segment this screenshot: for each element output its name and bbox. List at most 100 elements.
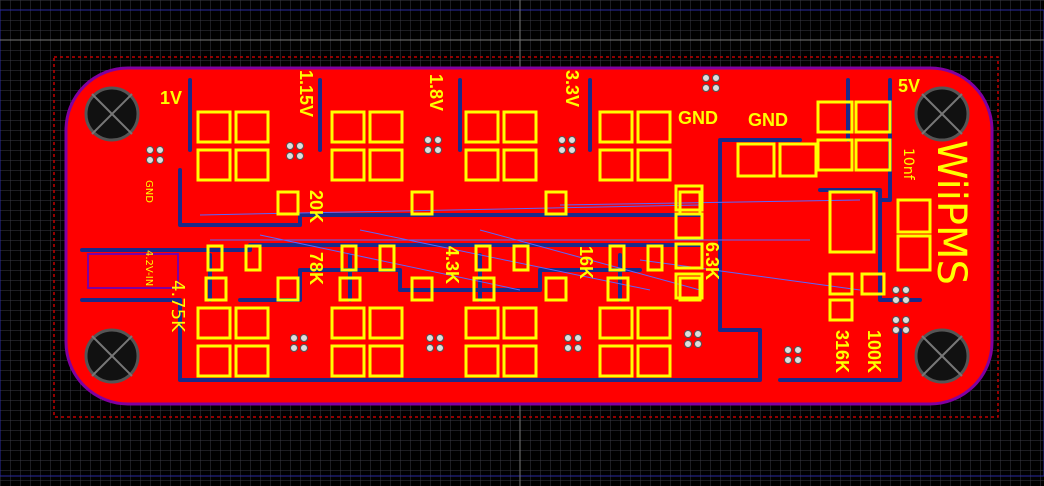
via (286, 152, 294, 160)
pad (472, 276, 496, 302)
via (300, 334, 308, 342)
via (892, 296, 900, 304)
via (694, 330, 702, 338)
pad (206, 244, 224, 272)
via (568, 136, 576, 144)
via (424, 146, 432, 154)
label-33v: 3.3V (562, 70, 582, 107)
pad (474, 244, 492, 272)
via (436, 344, 444, 352)
via (568, 146, 576, 154)
pad (330, 306, 366, 340)
pad (234, 148, 270, 182)
layer-boundary (0, 9, 1044, 477)
pad (512, 244, 530, 272)
pad (896, 234, 932, 272)
pad (828, 190, 876, 254)
pad (828, 272, 854, 296)
via (564, 334, 572, 342)
pad (368, 306, 404, 340)
label-5v: 5V (898, 76, 920, 96)
pad (244, 244, 262, 272)
via (300, 344, 308, 352)
label-316k: 316K (832, 330, 852, 373)
via (426, 334, 434, 342)
label-20k: 20K (306, 190, 326, 223)
via (426, 344, 434, 352)
via (902, 286, 910, 294)
pad (598, 306, 634, 340)
via (892, 326, 900, 334)
label-gnd-1: GND (678, 108, 718, 128)
via (290, 344, 298, 352)
pad (854, 138, 892, 172)
pad (276, 190, 300, 216)
pad (678, 276, 702, 302)
keepout-outline (53, 56, 999, 418)
pad (608, 244, 626, 272)
pad (646, 244, 664, 272)
pad (544, 276, 568, 302)
pad (598, 110, 634, 144)
pad (502, 110, 538, 144)
pad (816, 138, 854, 172)
via (434, 136, 442, 144)
pad (502, 344, 538, 378)
via (712, 74, 720, 82)
board-outline[interactable] (64, 66, 994, 406)
pad (464, 148, 500, 182)
via (156, 156, 164, 164)
via (558, 136, 566, 144)
via (558, 146, 566, 154)
via (702, 74, 710, 82)
via (684, 340, 692, 348)
pad (636, 110, 672, 144)
pad (464, 344, 500, 378)
via (574, 334, 582, 342)
pad (598, 344, 634, 378)
pad (338, 276, 362, 302)
label-10nf: 10nf (900, 148, 916, 181)
pad (340, 244, 358, 272)
pad (636, 344, 672, 378)
via (902, 316, 910, 324)
via (892, 316, 900, 324)
via (794, 356, 802, 364)
via (424, 136, 432, 144)
label-100k: 100K (864, 330, 884, 373)
label-63k: 6.3K (702, 242, 722, 280)
pad (598, 148, 634, 182)
pad (410, 190, 434, 216)
via (146, 146, 154, 154)
pad (606, 276, 630, 302)
via (794, 346, 802, 354)
pad (636, 148, 672, 182)
label-input: 4.2V-IN (143, 250, 154, 286)
label-16k: 16K (576, 246, 596, 279)
via (684, 330, 692, 338)
pad (330, 344, 366, 378)
via (156, 146, 164, 154)
via (902, 326, 910, 334)
pad (674, 184, 704, 212)
via (702, 84, 710, 92)
pad (234, 306, 270, 340)
pad (330, 148, 366, 182)
label-gnd-small: GND (143, 180, 154, 203)
pad (860, 272, 886, 296)
pad (636, 306, 672, 340)
label-gnd-2: GND (748, 110, 788, 130)
mounting-holes (84, 86, 970, 384)
vias (146, 74, 910, 364)
component-pads (196, 100, 932, 378)
pad (502, 306, 538, 340)
via (784, 356, 792, 364)
via (434, 146, 442, 154)
pad (196, 306, 232, 340)
pad (276, 276, 300, 302)
pad (896, 198, 932, 234)
via (902, 296, 910, 304)
pad (368, 148, 404, 182)
